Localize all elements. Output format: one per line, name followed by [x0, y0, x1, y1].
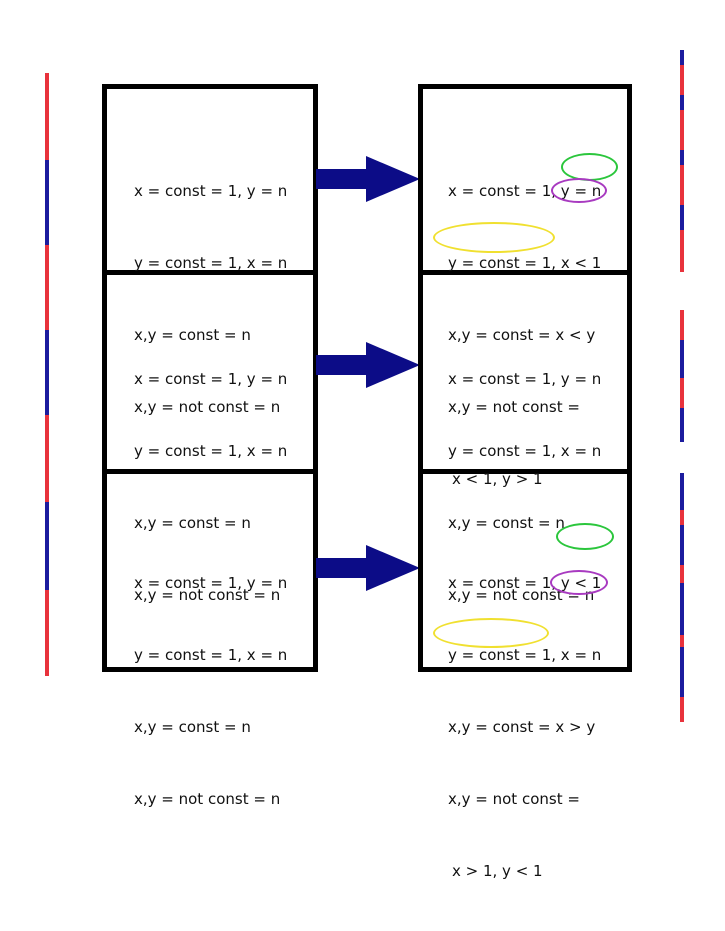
- bar-segment: [680, 583, 684, 635]
- circled-condition: x > y: [551, 718, 596, 736]
- right-arrow-icon: [316, 545, 420, 591]
- right-column: x = const = 1, y = n y = const = 1, x < …: [418, 84, 632, 880]
- text-line: y = const = 1, x = n: [448, 646, 602, 664]
- text-line: x,y = not const = n: [134, 398, 281, 416]
- text-line: x < 1, y > 1: [448, 467, 601, 491]
- condition-text: x < 1, y > 1: [452, 470, 543, 488]
- bar-segment: [680, 310, 684, 340]
- bar-segment: [45, 590, 49, 676]
- bar-segment: [680, 230, 684, 272]
- text-line: x > 1, y < 1: [448, 859, 601, 883]
- text-line: x,y = const = n: [134, 718, 251, 736]
- bar-segment: [680, 150, 684, 165]
- text-line: x = const = 1, y = n: [448, 370, 602, 388]
- bar-segment: [680, 635, 684, 647]
- text-prefix: y = const = 1,: [448, 254, 557, 272]
- text-line: x,y = not const = n: [134, 586, 281, 604]
- circled-condition: x < y: [551, 326, 596, 344]
- bar-segment: [680, 378, 684, 408]
- text-prefix: x = const = 1,: [448, 574, 557, 592]
- circled-condition: y < 1: [556, 574, 602, 592]
- bar-segment: [45, 245, 49, 330]
- text-line: x = const = 1, y < 1: [448, 571, 601, 595]
- text-line: x = const = 1, y = n: [134, 182, 288, 200]
- text-line: x,y = not const = n: [134, 790, 281, 808]
- text-prefix: x,y = const =: [448, 718, 551, 736]
- bar-segment: [45, 73, 49, 160]
- bar-segment: [45, 415, 49, 502]
- text-line: x,y = const = n: [134, 514, 251, 532]
- text-line: y = const = 1, x = n: [134, 442, 288, 460]
- text-prefix: x,y = const =: [448, 326, 551, 344]
- bar-segment: [680, 565, 684, 583]
- divider: [423, 270, 627, 275]
- bar-segment: [680, 95, 684, 110]
- bar-segment: [45, 502, 49, 590]
- text-line: x,y = const = n: [134, 326, 251, 344]
- condition-text: x < 1: [560, 254, 602, 272]
- condition-text: x > 1, y < 1: [452, 862, 543, 880]
- text-line: y = const = 1, x = n: [448, 442, 602, 460]
- text-line: x = const = 1, y = n: [134, 370, 288, 388]
- bar-segment: [680, 525, 684, 565]
- left-column: x = const = 1, y = n y = const = 1, x = …: [102, 84, 318, 808]
- bar-segment: [680, 340, 684, 378]
- right-box-1-text: x = const = 1, y = n y = const = 1, x < …: [448, 131, 601, 539]
- left-box-3-text: x = const = 1, y = n y = const = 1, x = …: [134, 523, 287, 859]
- text-line: y = const = 1, x < 1: [448, 251, 601, 275]
- bar-segment: [680, 50, 684, 65]
- text-line: y = const = 1, x = n: [134, 646, 288, 664]
- bar-segment: [45, 330, 49, 415]
- bar-segment: [680, 647, 684, 697]
- condition-text: y < 1: [560, 574, 602, 592]
- bar-segment: [45, 160, 49, 245]
- bar-segment: [680, 510, 684, 525]
- right-arrow-icon: [316, 342, 420, 388]
- condition-text: x < y: [555, 326, 596, 344]
- bar-segment: [680, 205, 684, 230]
- bar-segment: [680, 110, 684, 150]
- right-box-2-text: x = const = 1, y = n y = const = 1, x = …: [448, 319, 601, 655]
- text-line: x,y = const = x < y: [448, 323, 601, 347]
- divider: [423, 469, 627, 474]
- circled-condition: x < 1: [556, 254, 602, 272]
- bar-segment: [680, 697, 684, 722]
- text-line: x = const = 1, y = n: [134, 574, 288, 592]
- text-line: x,y = const = x > y: [448, 715, 601, 739]
- divider: [107, 469, 313, 474]
- condition-text: x > y: [555, 718, 596, 736]
- text-line: x = const = 1, y = n: [448, 182, 602, 200]
- text-line: x,y = not const = n: [448, 586, 595, 604]
- bar-segment: [680, 408, 684, 442]
- bar-segment: [680, 65, 684, 95]
- bar-segment: [680, 165, 684, 205]
- text-line: x,y = not const =: [448, 790, 580, 808]
- divider: [107, 270, 313, 275]
- left-box-1-text: x = const = 1, y = n y = const = 1, x = …: [134, 131, 287, 467]
- text-line: x,y = not const =: [448, 398, 580, 416]
- bar-segment: [680, 473, 684, 510]
- right-arrow-icon: [316, 156, 420, 202]
- right-box-3-text: x = const = 1, y < 1 y = const = 1, x = …: [448, 523, 601, 931]
- left-box-2-text: x = const = 1, y = n y = const = 1, x = …: [134, 319, 287, 655]
- text-line: y = const = 1, x = n: [134, 254, 288, 272]
